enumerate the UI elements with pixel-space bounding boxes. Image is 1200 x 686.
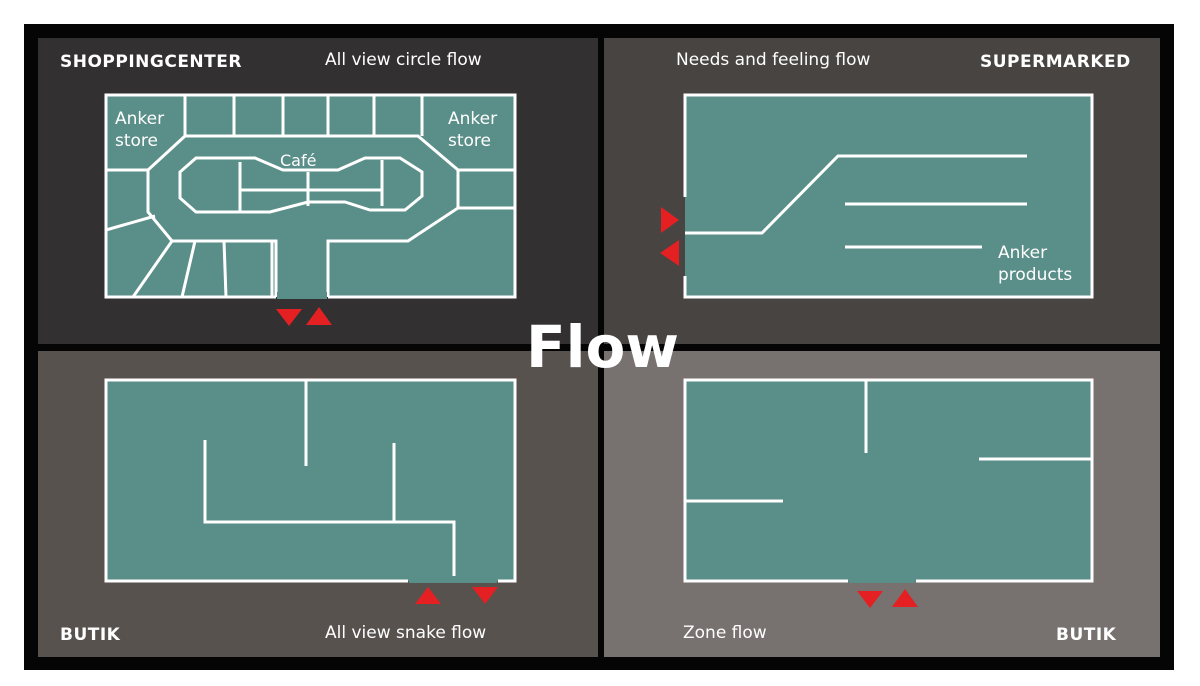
panel-type-label: SHOPPINGCENTER [60,52,242,72]
flow-type-label: Needs and feeling flow [676,50,871,70]
anchor-store-label: store [448,131,491,151]
butik-snake-floor [106,380,515,581]
butik-snake-outer-wall [104,378,517,583]
supermarked-floorplan [683,93,1094,299]
entrance-gap [409,576,497,583]
anchor-store-label: Anker [448,109,498,129]
partition-wall [203,440,456,581]
supermarked-outer-wall [683,93,1094,299]
anchor-products-label: products [998,265,1073,285]
anchor-store-label: Anker [115,109,165,129]
arrow-in-icon [472,587,498,604]
arrow-out-icon [306,307,332,325]
cafe-label: Café [280,151,317,170]
shop-wall [180,240,197,298]
butik-zone-floor [685,380,1092,581]
arrow-in-icon [276,309,302,326]
butik-zone-floorplan [683,378,1094,583]
butik-zone-outer-wall [683,378,1094,583]
butik-snake-floorplan [104,378,517,583]
arrow-out-icon [892,589,918,607]
panel-type-label: BUTIK [1056,625,1117,645]
panel-type-label: BUTIK [60,625,121,645]
arrow-out-icon [415,587,441,604]
entrance-gap [849,576,915,583]
anchor-products-label: Anker [998,243,1048,263]
shoppingcenter-floorplan [104,93,517,299]
supermarked-floor [685,95,1092,297]
aisle-wall [685,154,1027,235]
flow-type-label: All view snake flow [325,623,487,643]
cafe-island [178,156,424,214]
panel-type-label: SUPERMARKED [980,52,1131,72]
shop-wall [105,214,156,232]
arrow-in-icon [857,591,883,608]
flow-type-label: All view circle flow [325,50,482,70]
figure-title: Flow [526,313,679,381]
shop-wall [131,240,174,298]
arrow-in-icon [661,207,679,233]
entrance-gap [277,292,327,299]
arrow-out-icon [660,240,679,266]
shop-wall [222,240,228,298]
anchor-store-label: store [115,131,158,151]
flow-type-label: Zone flow [683,623,767,643]
